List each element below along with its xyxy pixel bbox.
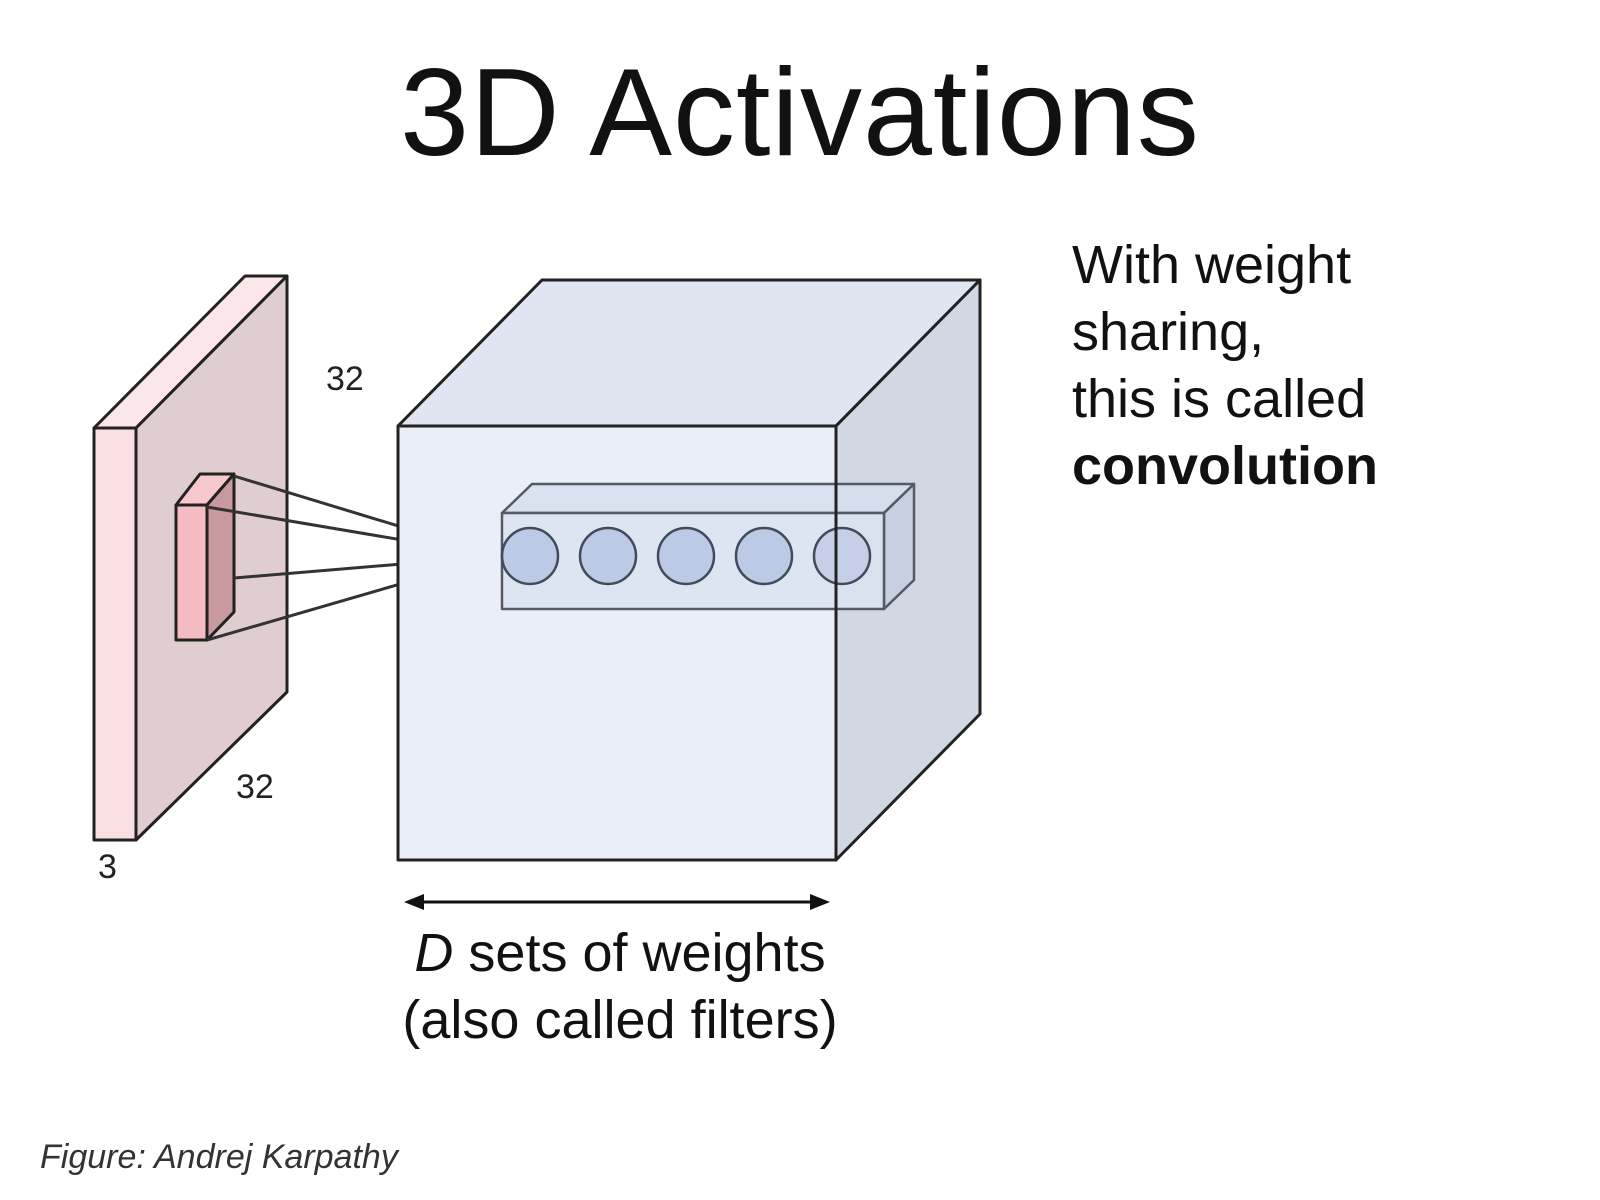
figure-credit: Figure: Andrej Karpathy	[40, 1138, 398, 1176]
caption-variable: D	[414, 923, 454, 983]
slide-title: 3D Activations	[400, 44, 1200, 182]
neurons	[500, 526, 872, 586]
note-emphasis: convolution	[1072, 436, 1378, 496]
input-width-label: 32	[236, 768, 274, 806]
neuron	[578, 526, 638, 586]
patch-side-face	[205, 472, 236, 642]
input-height-label: 32	[326, 360, 364, 398]
note-line: With weight	[1072, 235, 1352, 295]
depth-arrow-right-head	[810, 894, 830, 910]
note-line: this is called	[1072, 369, 1367, 429]
depth-arrow	[404, 894, 830, 910]
neuron	[656, 526, 716, 586]
caption-line-1-text: sets of weights	[453, 923, 826, 983]
depth-arrow-left-head	[404, 894, 424, 910]
weight-sharing-note: With weight sharing, this is called conv…	[1072, 232, 1572, 500]
input-volume-front-face	[92, 426, 138, 842]
neuron	[500, 526, 560, 586]
neuron	[812, 526, 872, 586]
caption-line-2: (also called filters)	[402, 990, 838, 1050]
note-line: sharing,	[1072, 302, 1265, 362]
filters-caption: D sets of weights (also called filters)	[340, 920, 900, 1054]
input-depth-label: 3	[98, 848, 117, 886]
patch-front-face	[174, 503, 209, 642]
caption-line-1: D sets of weights	[340, 920, 900, 987]
receptive-field-patch	[174, 472, 236, 642]
neuron	[734, 526, 794, 586]
depth-column-top-face	[500, 482, 916, 515]
